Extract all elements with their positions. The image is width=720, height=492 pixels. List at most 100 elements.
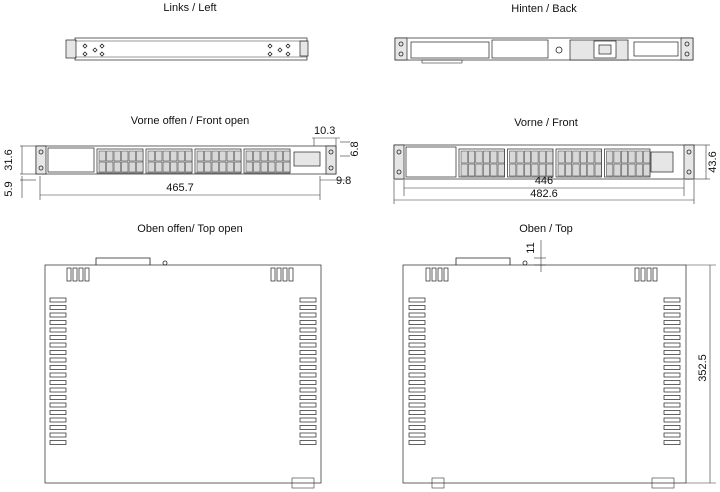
- rj45-port: [490, 150, 498, 164]
- rj45-port: [531, 150, 539, 164]
- rj45-port: [557, 163, 565, 177]
- title-top-open-view: Oben offen/ Top open: [137, 223, 242, 235]
- rj45-port: [245, 150, 253, 162]
- vent-slot: [408, 335, 426, 340]
- dim-front-open-right-offset: 9.8: [336, 175, 351, 187]
- rj45-port: [635, 150, 643, 164]
- rj45-port: [185, 150, 193, 162]
- rj45-port: [587, 150, 595, 164]
- vent-slot: [408, 432, 426, 438]
- vent-slot: [299, 425, 317, 430]
- rj45-port: [475, 150, 483, 164]
- vent-slot: [663, 410, 681, 415]
- vent-slot: [299, 410, 317, 415]
- rj45-port: [260, 161, 268, 173]
- vent-slot: [663, 297, 681, 303]
- title-top-view: Oben / Top: [519, 223, 573, 235]
- rj45-port: [594, 163, 602, 177]
- vent-slot: [431, 267, 437, 282]
- rj45-port: [524, 163, 531, 177]
- vent-slot: [663, 327, 681, 333]
- vent-slot: [49, 305, 67, 310]
- vent-slot: [299, 440, 317, 445]
- vent-slot: [299, 365, 317, 370]
- left-side-view: [65, 37, 309, 61]
- vent-slot: [299, 372, 317, 378]
- dims-top: 11 352.5: [525, 240, 716, 484]
- vent-slot: [663, 342, 681, 348]
- vent-slot: [663, 320, 681, 325]
- vent-slot: [663, 402, 681, 408]
- vent-slot: [299, 395, 317, 400]
- vent-slot: [299, 350, 317, 355]
- vent-slot: [663, 312, 681, 318]
- dim-front-open-height: 31.6: [3, 149, 15, 170]
- rj45-port: [572, 163, 580, 177]
- vent-slot: [408, 312, 426, 318]
- vent-slot: [663, 440, 681, 445]
- rj45-port: [531, 163, 539, 177]
- vent-slot: [299, 297, 317, 303]
- vent-slot: [78, 267, 84, 282]
- vent-slot: [49, 357, 67, 363]
- rj45-port: [253, 150, 261, 162]
- rj45-port: [565, 163, 573, 177]
- dim-front-total-width: 482.6: [530, 188, 558, 200]
- vent-slot: [408, 342, 426, 348]
- rj45-port: [147, 161, 155, 173]
- rj45-port: [268, 161, 276, 173]
- rj45-port: [460, 150, 468, 164]
- rj45-port: [234, 150, 242, 162]
- vent-slot: [663, 350, 681, 355]
- vent-slot: [49, 297, 67, 303]
- rj45-port: [643, 163, 651, 177]
- vent-slot: [663, 380, 681, 385]
- vent-slot: [408, 327, 426, 333]
- title-front-open-view: Vorne offen / Front open: [131, 115, 249, 127]
- dims-front: 43.6 446 482.6: [393, 144, 719, 204]
- rj45-port: [621, 163, 628, 177]
- rj45-port: [546, 163, 554, 177]
- dim-front-inner-width: 446: [535, 175, 553, 187]
- vent-slot: [663, 305, 681, 310]
- vent-slot: [663, 372, 681, 378]
- vent-slot: [299, 432, 317, 438]
- rj45-port: [557, 150, 565, 164]
- rj45-port: [211, 150, 219, 162]
- port-groups-front: [458, 148, 651, 178]
- rj45-port: [643, 150, 651, 164]
- rj45-port: [204, 161, 212, 173]
- vent-slot: [408, 365, 426, 370]
- dim-top-depth: 352.5: [697, 354, 709, 382]
- front-open-view: [35, 145, 337, 175]
- vent-slot: [288, 267, 294, 282]
- rj45-port: [524, 150, 531, 164]
- rj45-port: [128, 150, 136, 162]
- vent-slot: [49, 342, 67, 348]
- rj45-port: [113, 161, 121, 173]
- rj45-port: [468, 163, 476, 177]
- vent-slot: [66, 267, 72, 282]
- vent-slot: [72, 267, 78, 282]
- dim-front-open-small: 5.9: [3, 181, 15, 196]
- rj45-port: [546, 150, 554, 164]
- vent-slot: [49, 425, 67, 430]
- rj45-port: [606, 150, 614, 164]
- vent-slot: [408, 417, 426, 423]
- top-view: [402, 257, 687, 489]
- title-back-view: Hinten / Back: [511, 3, 577, 15]
- vent-slot: [408, 305, 426, 310]
- rj45-port: [121, 161, 129, 173]
- rj45-port: [219, 161, 227, 173]
- dim-top-offset: 11: [525, 242, 537, 253]
- rj45-port: [509, 163, 517, 177]
- vent-slot: [640, 267, 646, 282]
- rj45-port: [509, 150, 517, 164]
- rj45-port: [460, 163, 468, 177]
- vent-slot: [84, 267, 90, 282]
- dim-front-open-width: 465.7: [166, 182, 194, 194]
- rj45-port: [106, 161, 114, 173]
- vent-slot: [49, 365, 67, 370]
- vent-slot: [49, 335, 67, 340]
- vent-slot: [270, 267, 276, 282]
